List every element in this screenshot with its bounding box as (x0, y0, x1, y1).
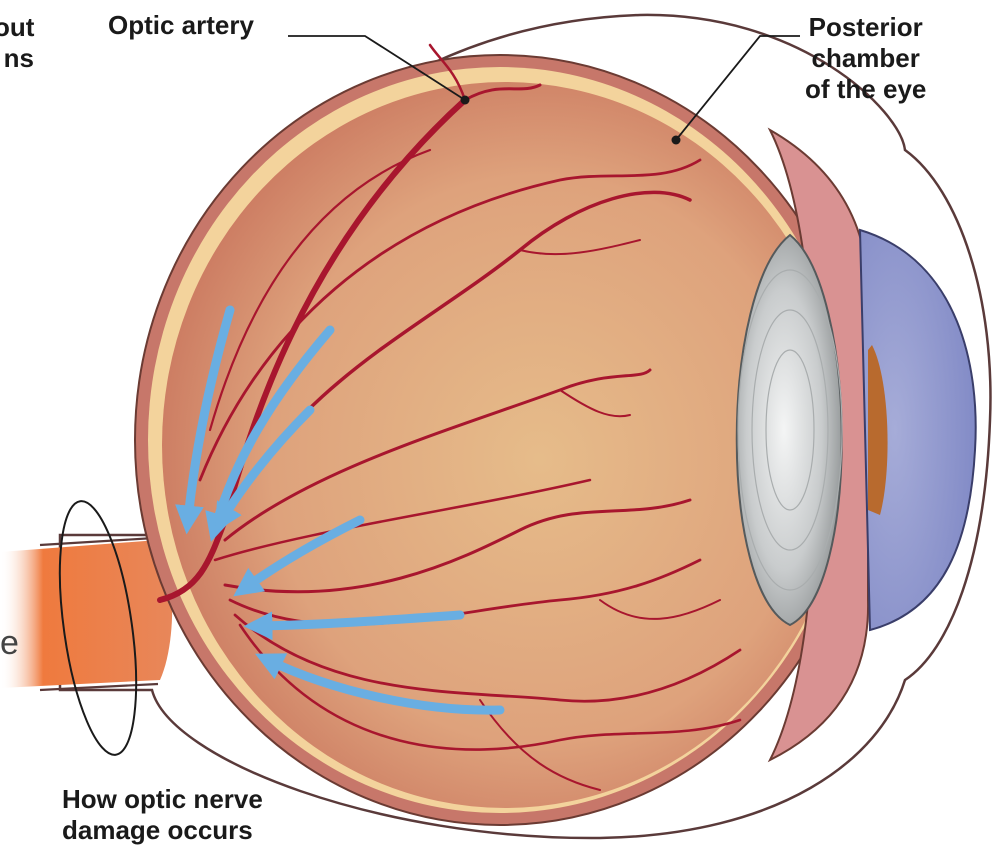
label-cut-off-top-left: out ns (0, 12, 40, 74)
cut-off-line-1: out (0, 12, 34, 43)
label-optic-artery: Optic artery (108, 10, 254, 41)
optic-nerve (0, 540, 172, 688)
cut-off-line-2: ns (0, 43, 34, 74)
optic-nerve-damage-line-2: damage occurs (62, 815, 263, 846)
posterior-chamber-line-2: chamber (805, 43, 926, 74)
label-optic-nerve-damage: How optic nerve damage occurs (62, 784, 263, 846)
optic-artery-marker (461, 96, 470, 105)
posterior-chamber-line-3: of the eye (805, 74, 926, 105)
cut-off-glyph: e (0, 628, 20, 659)
posterior-chamber-line-1: Posterior (805, 12, 926, 43)
label-cut-off-left-glyph: e (0, 628, 20, 659)
posterior-chamber-marker (672, 136, 681, 145)
label-posterior-chamber: Posterior chamber of the eye (805, 12, 926, 105)
optic-nerve-damage-line-1: How optic nerve (62, 784, 263, 815)
optic-artery-text: Optic artery (108, 10, 254, 41)
